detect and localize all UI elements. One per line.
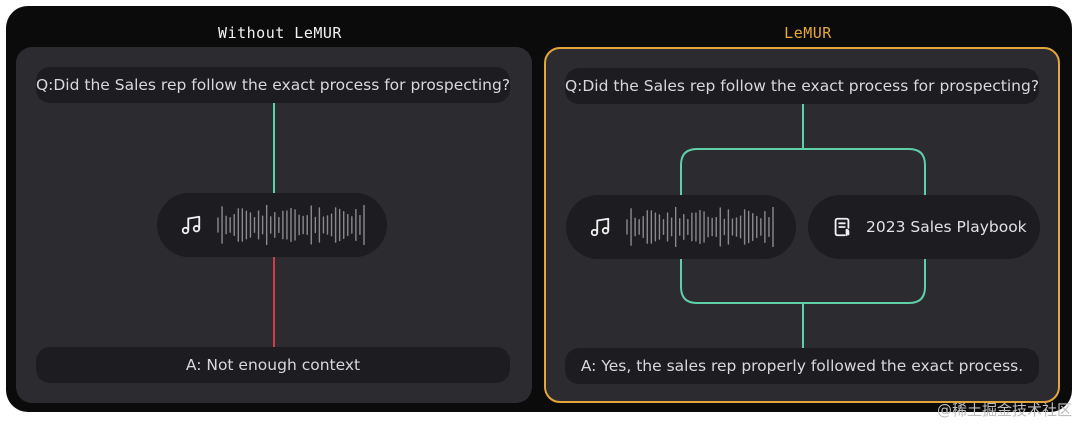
without-lemur-panel: Q:Did the Sales rep follow the exact pro…	[16, 47, 532, 403]
connector-line-bottom-fail	[273, 257, 275, 347]
audio-waveform	[626, 207, 774, 247]
document-icon	[830, 215, 854, 239]
watermark: @稀土掘金技术社区	[936, 401, 1072, 419]
answer-box: A: Not enough context	[36, 347, 510, 383]
title-without-lemur: Without LeMUR	[218, 24, 342, 42]
question-box: Q:Did the Sales rep follow the exact pro…	[36, 67, 510, 103]
document-label: 2023 Sales Playbook	[866, 218, 1027, 236]
music-note-icon	[588, 215, 612, 239]
music-note-icon	[179, 213, 203, 237]
title-lemur: LeMUR	[784, 24, 832, 42]
connector-line-top	[273, 103, 275, 193]
document-pill: 2023 Sales Playbook	[808, 195, 1040, 259]
answer-box: A: Yes, the sales rep properly followed …	[565, 348, 1039, 384]
audio-input-pill	[566, 195, 796, 259]
audio-input-pill	[157, 193, 387, 257]
question-box: Q:Did the Sales rep follow the exact pro…	[565, 68, 1039, 104]
connector-graph	[680, 104, 926, 348]
lemur-panel: Q:Did the Sales rep follow the exact pro…	[544, 47, 1060, 403]
audio-waveform	[217, 205, 365, 245]
